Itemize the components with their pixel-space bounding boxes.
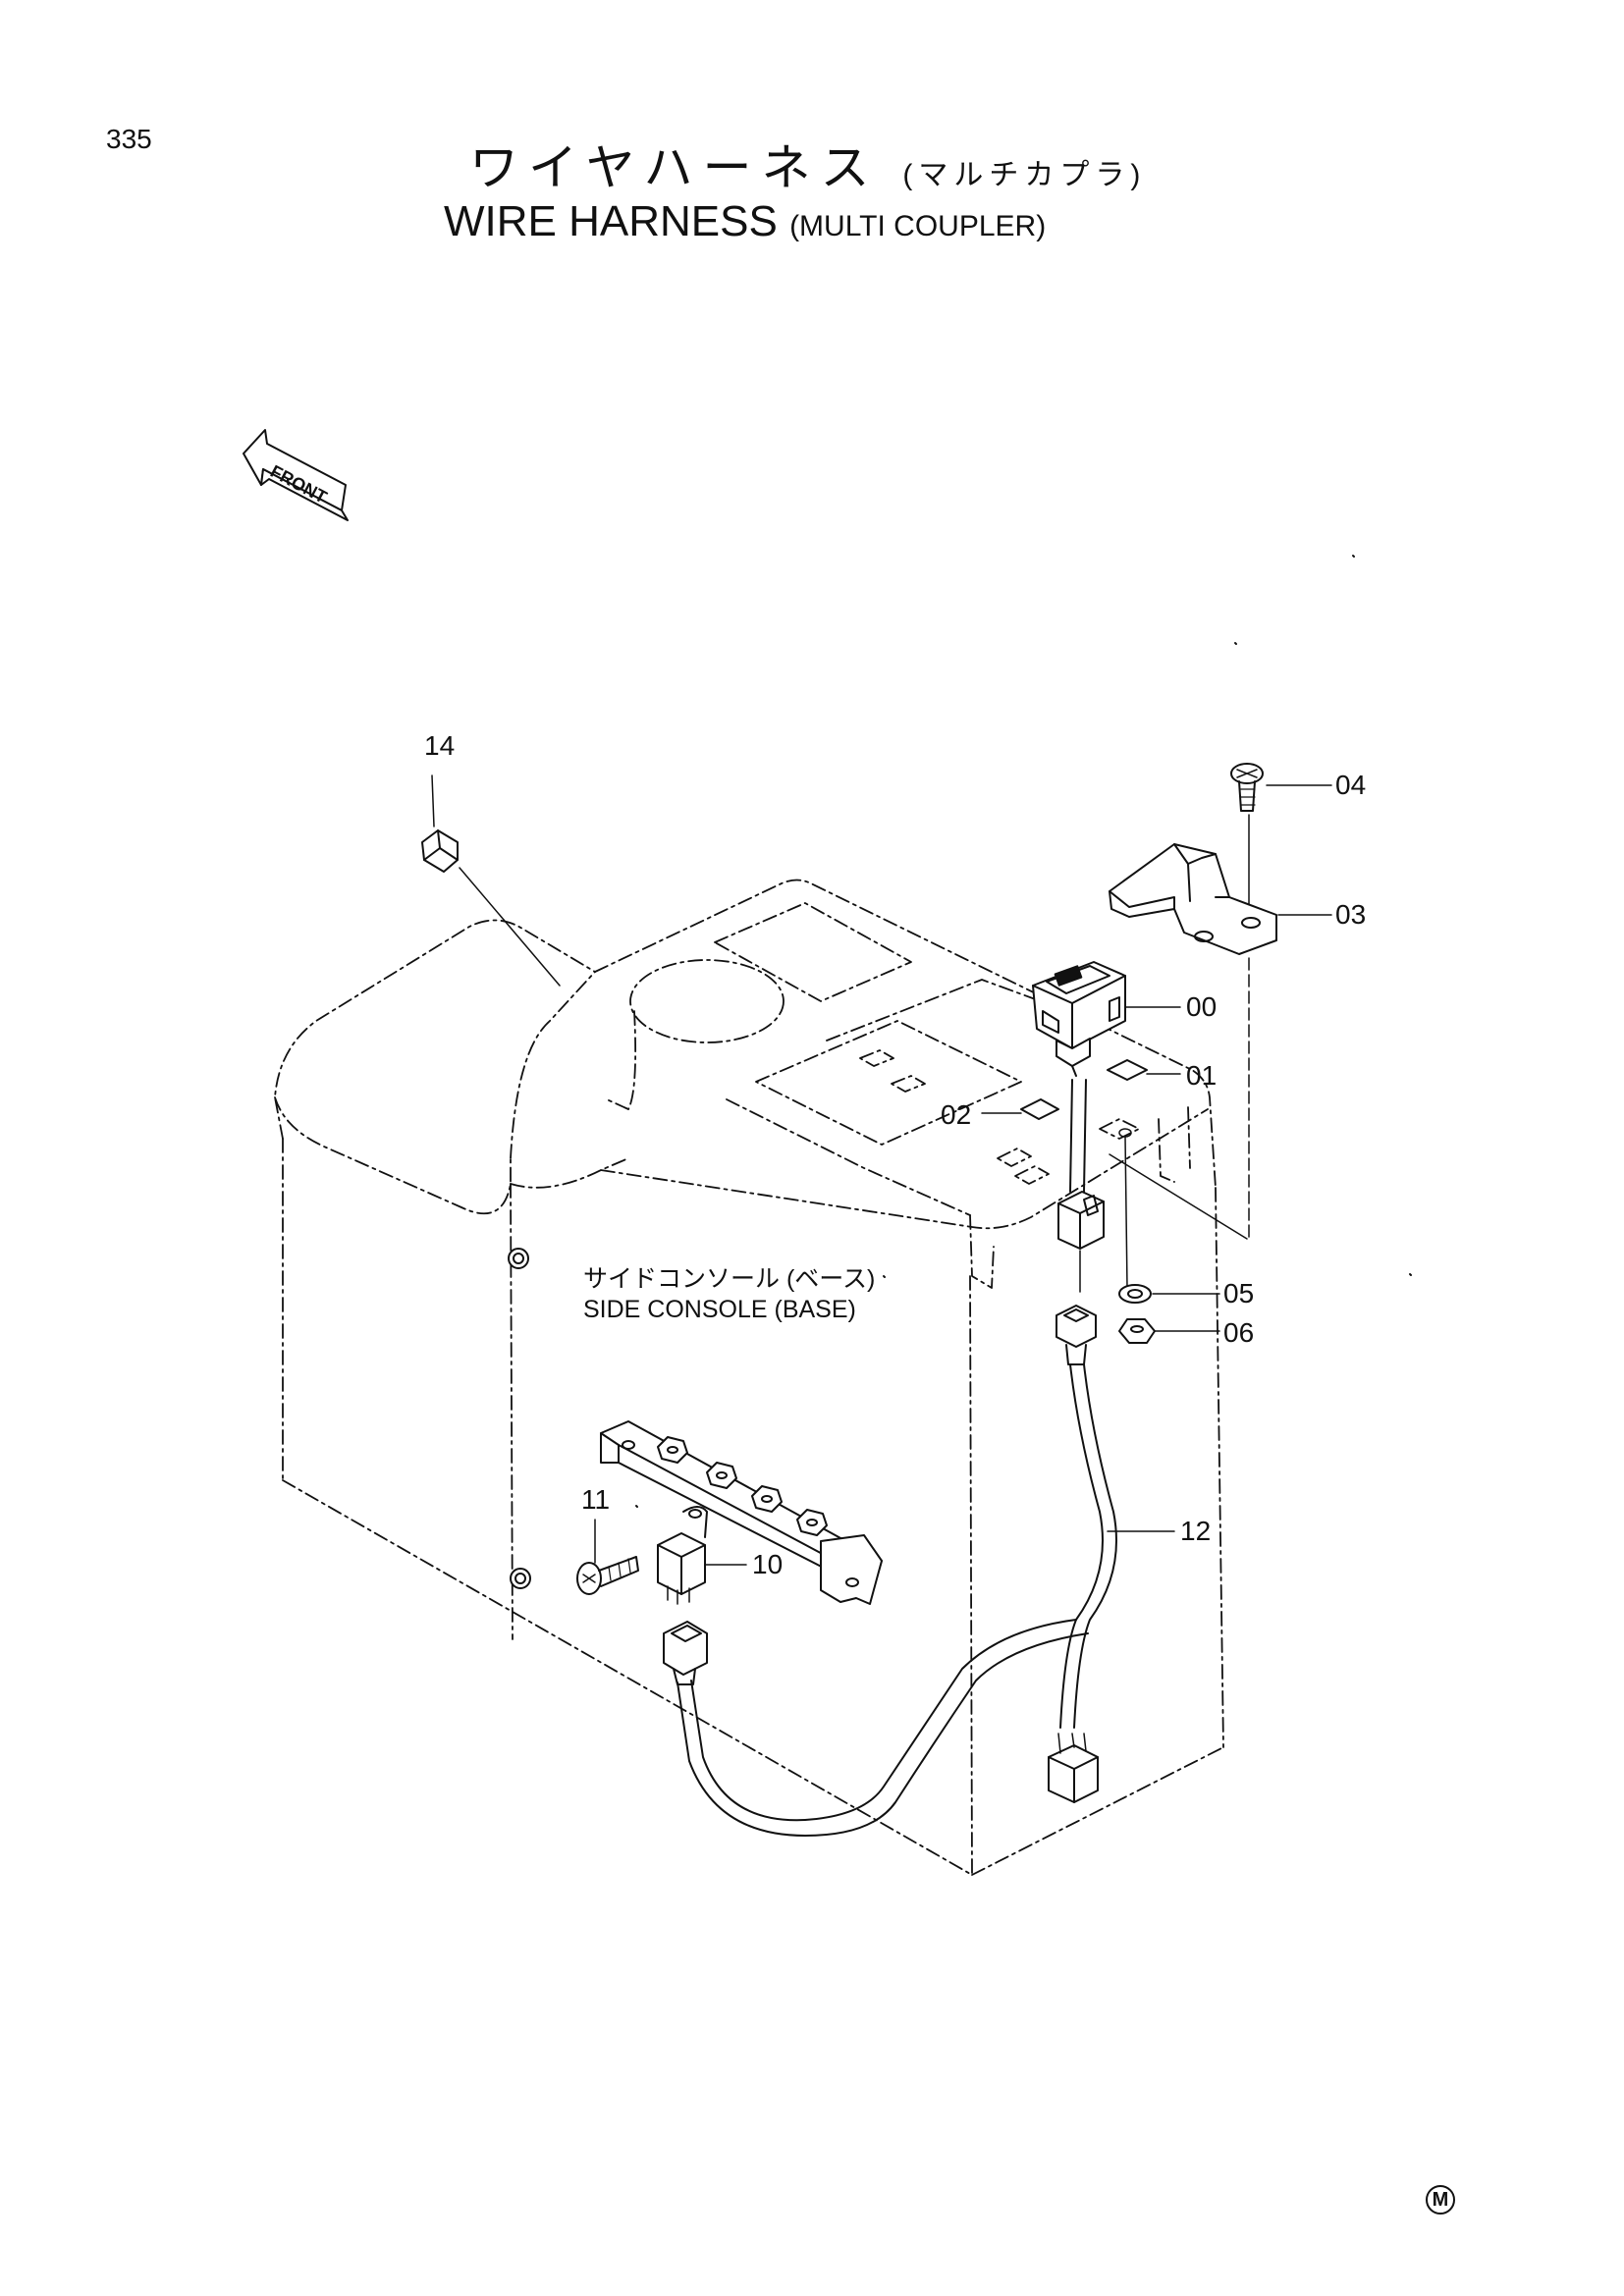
part-05-washer-icon <box>1118 1284 1152 1304</box>
callout-05: 05 <box>1223 1278 1255 1308</box>
switch-wire <box>1069 1065 1087 1193</box>
side-console-label: サイドコンソール (ベース) SIDE CONSOLE (BASE) <box>583 1264 875 1326</box>
callout-14: 14 <box>424 730 456 761</box>
speck-marks <box>635 555 1412 1508</box>
side-console-outline <box>274 879 1224 1876</box>
title-japanese-main: ワイヤハーネス <box>469 140 880 195</box>
part-02-plate-icon <box>1020 1098 1059 1120</box>
side-console-label-japanese: サイドコンソール (ベース) <box>583 1265 876 1293</box>
side-console-label-english: SIDE CONSOLE (BASE) <box>583 1296 856 1324</box>
part-06-nut-icon <box>1118 1318 1156 1344</box>
hole-marker <box>1118 1128 1132 1138</box>
callout-01: 01 <box>1186 1060 1218 1091</box>
part-03-bracket-icon <box>1109 843 1277 955</box>
callout-03: 03 <box>1335 899 1367 930</box>
callout-00: 00 <box>1186 991 1218 1022</box>
title-english-main: WIRE HARNESS <box>444 197 778 245</box>
leader-line-14 <box>431 774 561 987</box>
title-japanese-sub: (マルチカプラ) <box>902 159 1147 191</box>
leader-line-hole <box>1124 1136 1128 1289</box>
front-arrow-icon: FRONT <box>243 429 349 521</box>
relay-bracket-bar-icon <box>600 1420 883 1605</box>
part-10-relay-icon <box>657 1506 708 1605</box>
callout-04: 04 <box>1335 770 1367 800</box>
grommet-lower <box>510 1568 531 1589</box>
part-12-harness-icon <box>663 1305 1117 1837</box>
callout-11: 11 <box>581 1484 611 1515</box>
part-14-connector-icon <box>421 829 459 873</box>
switch-connector-icon <box>1057 1191 1105 1250</box>
callout-06: 06 <box>1223 1317 1255 1348</box>
part-00-switch-icon <box>1032 961 1126 1067</box>
corner-m-mark: M <box>1426 2185 1455 2215</box>
callout-02: 02 <box>941 1099 972 1130</box>
grommet-upper <box>508 1248 529 1269</box>
title-english-sub: (MULTI COUPLER) <box>789 210 1047 242</box>
part-01-plate-icon <box>1107 1059 1148 1081</box>
title-japanese: ワイヤハーネス (マルチカプラ) <box>469 143 1146 192</box>
title-english: WIRE HARNESS (MULTI COUPLER) <box>444 200 1046 243</box>
part-04-screw-icon <box>1230 763 1264 812</box>
callout-10: 10 <box>752 1549 784 1579</box>
part-11-bolt-icon <box>576 1556 639 1595</box>
page-number: 335 <box>106 124 152 154</box>
callout-12: 12 <box>1180 1516 1212 1546</box>
leader-line-03-diag <box>1109 1153 1248 1240</box>
